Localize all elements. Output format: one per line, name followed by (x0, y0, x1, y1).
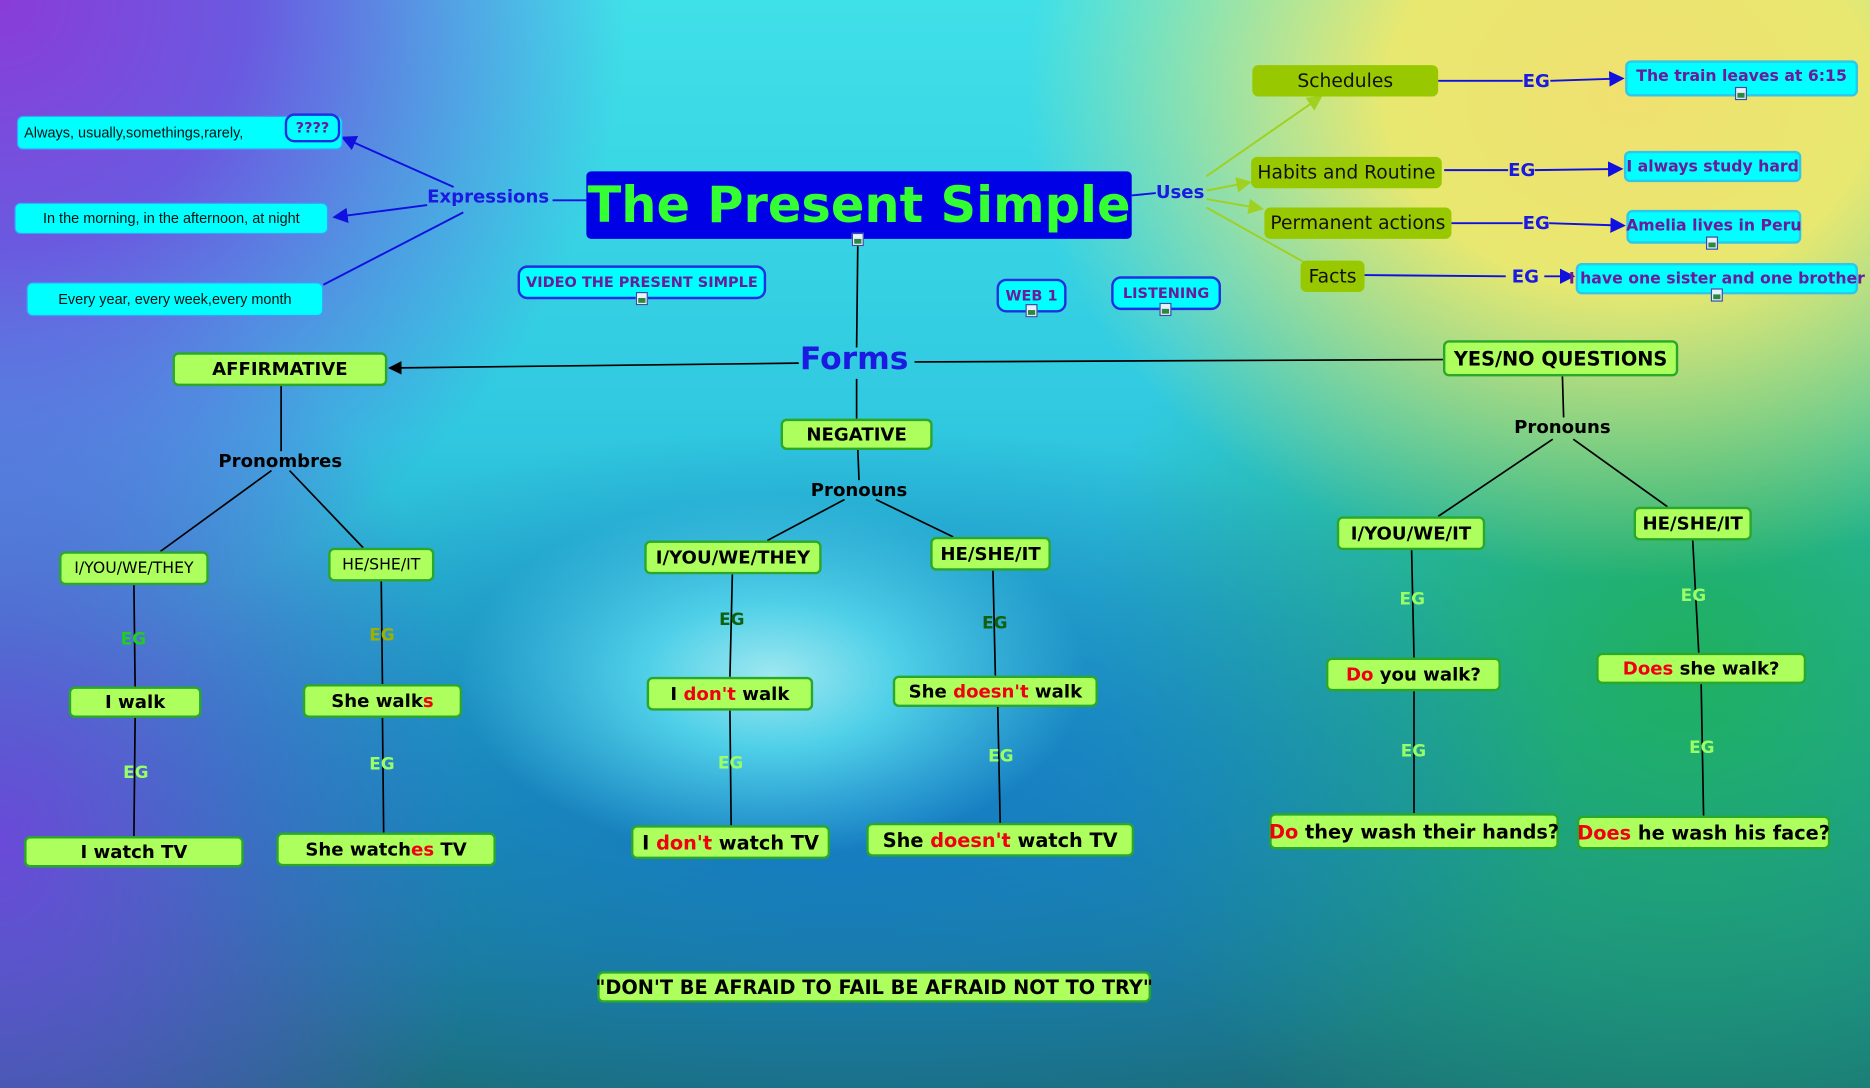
eg-label: EG (988, 746, 1014, 767)
use-2[interactable]: Permanent actions (1264, 207, 1452, 239)
use-example-2[interactable]: Amelia lives in Peru (1626, 209, 1802, 244)
affirmative-example-1[interactable]: I walk (68, 686, 202, 718)
use-0[interactable]: Schedules (1252, 65, 1439, 97)
image-icon[interactable] (1710, 288, 1723, 302)
questions-example-2-post: she walk? (1673, 657, 1780, 680)
title-node[interactable]: The Present Simple (586, 171, 1132, 239)
use-1[interactable]: Habits and Routine (1251, 156, 1442, 189)
forms-label: Forms (799, 341, 909, 378)
questions-pronoun-group-2[interactable]: HE/SHE/IT (1633, 506, 1752, 541)
pronouns-label: Pronouns (810, 478, 908, 501)
affirmative-example-3[interactable]: I watch TV (24, 836, 244, 868)
negative-example-2-post: walk (1028, 680, 1083, 703)
negative-pronoun-group-2[interactable]: HE/SHE/IT (930, 536, 1051, 571)
questions-example-4[interactable]: Does he wash his face? (1576, 815, 1831, 850)
uses-label: Uses (1155, 180, 1205, 203)
use-example-1[interactable]: I always study hard (1623, 150, 1802, 183)
questions-example-1-post: you walk? (1373, 663, 1481, 686)
negative-example-4-pre: She (882, 828, 931, 852)
eg-label: EG (982, 614, 1008, 634)
eg-label: EG (120, 629, 147, 650)
questions-node[interactable]: YES/NO QUESTIONS (1442, 340, 1679, 377)
negative-example-3-post: watch TV (712, 830, 819, 854)
eg-label: EG (1508, 159, 1536, 181)
questions-example-2[interactable]: Does she walk? (1596, 652, 1807, 685)
affirmative-example-4-pre: She watch (305, 838, 412, 861)
questions-example-4-hl: Does (1577, 821, 1632, 844)
eg-label: EG (719, 610, 745, 630)
negative-example-3-hl: don't (656, 830, 713, 854)
link-video[interactable]: VIDEO THE PRESENT SIMPLE (517, 265, 767, 300)
affirmative-pronoun-group-1[interactable]: I/YOU/WE/THEY (59, 551, 209, 586)
questions-example-1[interactable]: Do you walk? (1325, 657, 1501, 692)
image-icon[interactable] (1734, 86, 1748, 101)
negative-example-4-hl: doesn't (930, 828, 1011, 852)
affirmative-example-4-hl: es (411, 838, 435, 861)
eg-label: EG (369, 626, 395, 646)
negative-node[interactable]: NEGATIVE (780, 418, 933, 451)
questions-example-3[interactable]: Do they wash their hands? (1268, 813, 1560, 850)
negative-pronoun-group-1[interactable]: I/YOU/WE/THEY (644, 540, 822, 575)
negative-example-1-pre: I (670, 682, 684, 705)
negative-example-1-post: walk (735, 682, 790, 705)
video-icon[interactable] (635, 291, 648, 306)
web-icon[interactable] (1025, 304, 1038, 318)
eg-label: EG (369, 755, 395, 775)
negative-example-2-hl: doesn't (953, 680, 1029, 703)
affirmative-pronoun-group-2[interactable]: HE/SHE/IT (328, 547, 435, 582)
expressions-label: Expressions (427, 185, 550, 208)
negative-example-3-pre: I (642, 830, 657, 854)
eg-label: EG (1511, 265, 1539, 288)
questions-pronoun-group-1[interactable]: I/YOU/WE/IT (1336, 516, 1486, 551)
image-icon[interactable] (1705, 236, 1719, 250)
eg-label: EG (1400, 741, 1427, 762)
negative-example-1[interactable]: I don't walk (646, 676, 814, 711)
affirmative-example-2-hl: s (422, 690, 434, 712)
questions-example-3-hl: Do (1268, 819, 1299, 843)
pronombres-label: Pronombres (218, 450, 343, 472)
negative-example-3[interactable]: I don't watch TV (630, 825, 831, 860)
expression-unknown[interactable]: ???? (284, 113, 341, 143)
eg-label: EG (1680, 586, 1707, 606)
questions-example-4-post: he wash his face? (1631, 821, 1830, 844)
use-3[interactable]: Facts (1300, 260, 1365, 292)
audio-icon[interactable] (1159, 302, 1172, 317)
questions-example-1-hl: Do (1345, 663, 1374, 686)
expression-every[interactable]: Every year, every week,every month (26, 282, 324, 317)
affirmative-node[interactable]: AFFIRMATIVE (172, 352, 388, 387)
note-icon[interactable] (851, 232, 864, 247)
affirmative-example-4-post: TV (434, 838, 467, 861)
negative-example-1-hl: don't (683, 682, 736, 705)
affirmative-example-1-pre: I walk (105, 691, 166, 714)
pronouns-label: Pronouns (1514, 416, 1611, 438)
eg-label: EG (717, 754, 744, 774)
expression-times-of-day[interactable]: In the morning, in the afternoon, at nig… (14, 202, 329, 235)
affirmative-example-2-pre: She walk (331, 690, 423, 712)
questions-example-2-hl: Does (1622, 657, 1674, 680)
negative-example-2[interactable]: She doesn't walk (892, 675, 1098, 708)
eg-label: EG (1689, 738, 1715, 758)
eg-label: EG (1399, 589, 1425, 610)
quote-node[interactable]: "DON'T BE AFRAID TO FAIL BE AFRAID NOT T… (595, 971, 1153, 1003)
questions-example-3-post: they wash their hands? (1298, 819, 1560, 843)
negative-example-2-pre: She (908, 680, 954, 703)
eg-label: EG (123, 763, 149, 784)
eg-label: EG (1522, 69, 1550, 92)
affirmative-example-3-pre: I watch TV (80, 840, 188, 863)
negative-example-4-post: watch TV (1010, 828, 1118, 852)
negative-example-4[interactable]: She doesn't watch TV (866, 822, 1135, 857)
eg-label: EG (1522, 212, 1550, 235)
